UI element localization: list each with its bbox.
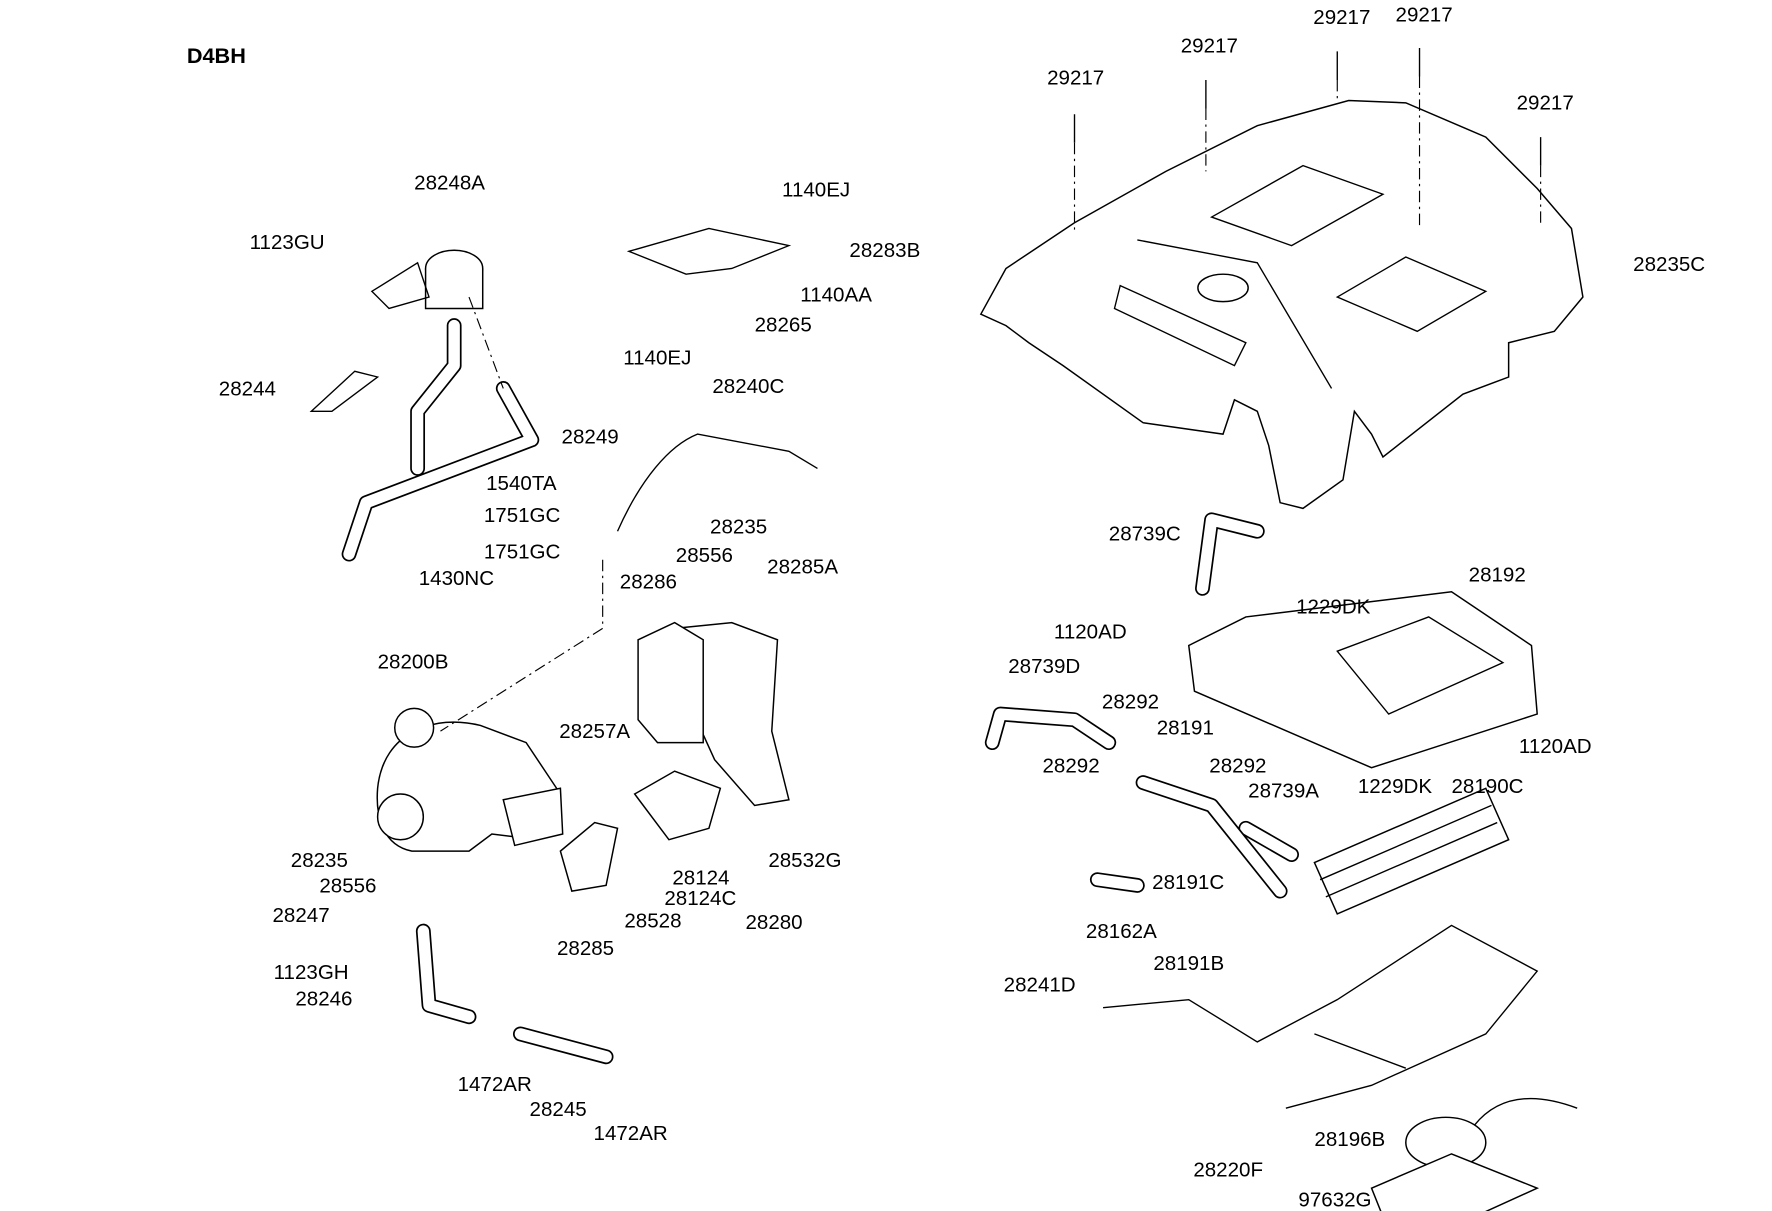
part-number-label: 28191C xyxy=(1152,871,1224,894)
part-number-label: 28739C xyxy=(1109,522,1181,545)
gasket-28286 xyxy=(637,621,704,744)
part-number-label: 1751GC xyxy=(484,541,561,564)
part-number-label: 29217 xyxy=(1181,35,1238,58)
part-number-label: 28240C xyxy=(712,375,784,398)
part-drawings xyxy=(309,47,1584,1211)
fan-shroud-97632G xyxy=(1370,1153,1540,1211)
part-number-label: 28292 xyxy=(1043,754,1100,777)
part-number-label: 28235 xyxy=(710,516,767,539)
part-number-label: 28192 xyxy=(1469,564,1526,587)
part-number-label: 1472AR xyxy=(594,1122,668,1145)
part-labels: 28248A 1123GU 28244 28249 1430NC 1140EJ 28283B… xyxy=(219,4,1705,1211)
part-number-label: 1229DK xyxy=(1358,775,1433,798)
part-number-label: 1123GH xyxy=(274,961,349,984)
part-number-label: 28196B xyxy=(1314,1128,1385,1151)
part-number-label: 28246 xyxy=(295,987,352,1010)
part-number-label: 28532G xyxy=(768,849,841,872)
part-number-label: 1140EJ xyxy=(782,179,850,202)
part-number-label: 1120AD xyxy=(1519,735,1592,758)
part-number-label: 28285A xyxy=(767,556,838,579)
part-number-label: 28285 xyxy=(557,937,614,960)
part-number-label: 28235C xyxy=(1633,253,1705,276)
part-number-label: 28241D xyxy=(1004,974,1076,997)
bolts-29217 xyxy=(1073,47,1542,235)
part-number-label: 28556 xyxy=(319,874,376,897)
part-number-label: 1123GU xyxy=(250,231,325,254)
part-number-label: 28265 xyxy=(755,313,812,336)
part-number-label: 28124 xyxy=(672,866,729,889)
part-number-label: 28124C xyxy=(664,887,736,910)
part-number-label: 28739D xyxy=(1008,655,1080,678)
part-number-label: 1540TA xyxy=(486,472,557,495)
part-number-label: 1120AD xyxy=(1054,621,1127,644)
part-number-label: 29217 xyxy=(1396,4,1453,27)
part-number-label: 1751GC xyxy=(484,504,561,527)
part-number-label: 28292 xyxy=(1209,754,1266,777)
part-number-label: 28162A xyxy=(1086,920,1157,943)
part-number-label: 97632G xyxy=(1298,1188,1371,1211)
part-number-label: 29217 xyxy=(1517,92,1574,115)
part-number-label: 29217 xyxy=(1047,67,1104,90)
part-number-label: 1430NC xyxy=(419,567,495,590)
part-number-label: 28235 xyxy=(291,849,348,872)
part-number-label: 1140AA xyxy=(800,284,872,307)
part-number-label: 28292 xyxy=(1102,690,1159,713)
part-number-label: 28200B xyxy=(378,650,449,673)
part-number-label: 28249 xyxy=(562,425,619,448)
part-number-label: 1140EJ xyxy=(623,346,691,369)
part-number-label: 28191 xyxy=(1157,717,1214,740)
part-number-label: 28528 xyxy=(624,910,681,933)
part-number-label: 28257A xyxy=(559,720,630,743)
hyundai-logo xyxy=(1197,273,1249,303)
part-number-label: 1472AR xyxy=(458,1073,532,1096)
part-number-label: 28286 xyxy=(620,570,677,593)
part-number-label: 29217 xyxy=(1313,6,1370,29)
part-number-label: 28739A xyxy=(1248,779,1319,802)
part-number-label: 28283B xyxy=(849,239,920,262)
part-number-label: 28220F xyxy=(1193,1159,1263,1182)
part-number-label: 1229DK xyxy=(1296,595,1371,618)
part-number-label: 28556 xyxy=(676,544,733,567)
part-number-label: 28248A xyxy=(414,172,485,195)
intercooler-cover-28192 xyxy=(1187,591,1538,769)
part-number-label: 28191B xyxy=(1153,952,1224,975)
intercooler-28190C xyxy=(1313,787,1510,915)
diagram-title: D4BH xyxy=(187,43,246,68)
part-number-label: 28280 xyxy=(745,911,802,934)
part-number-label: 28245 xyxy=(530,1098,587,1121)
part-number-label: 28190C xyxy=(1452,775,1524,798)
part-number-label: 28244 xyxy=(219,377,276,400)
part-number-label: 28247 xyxy=(273,904,330,927)
